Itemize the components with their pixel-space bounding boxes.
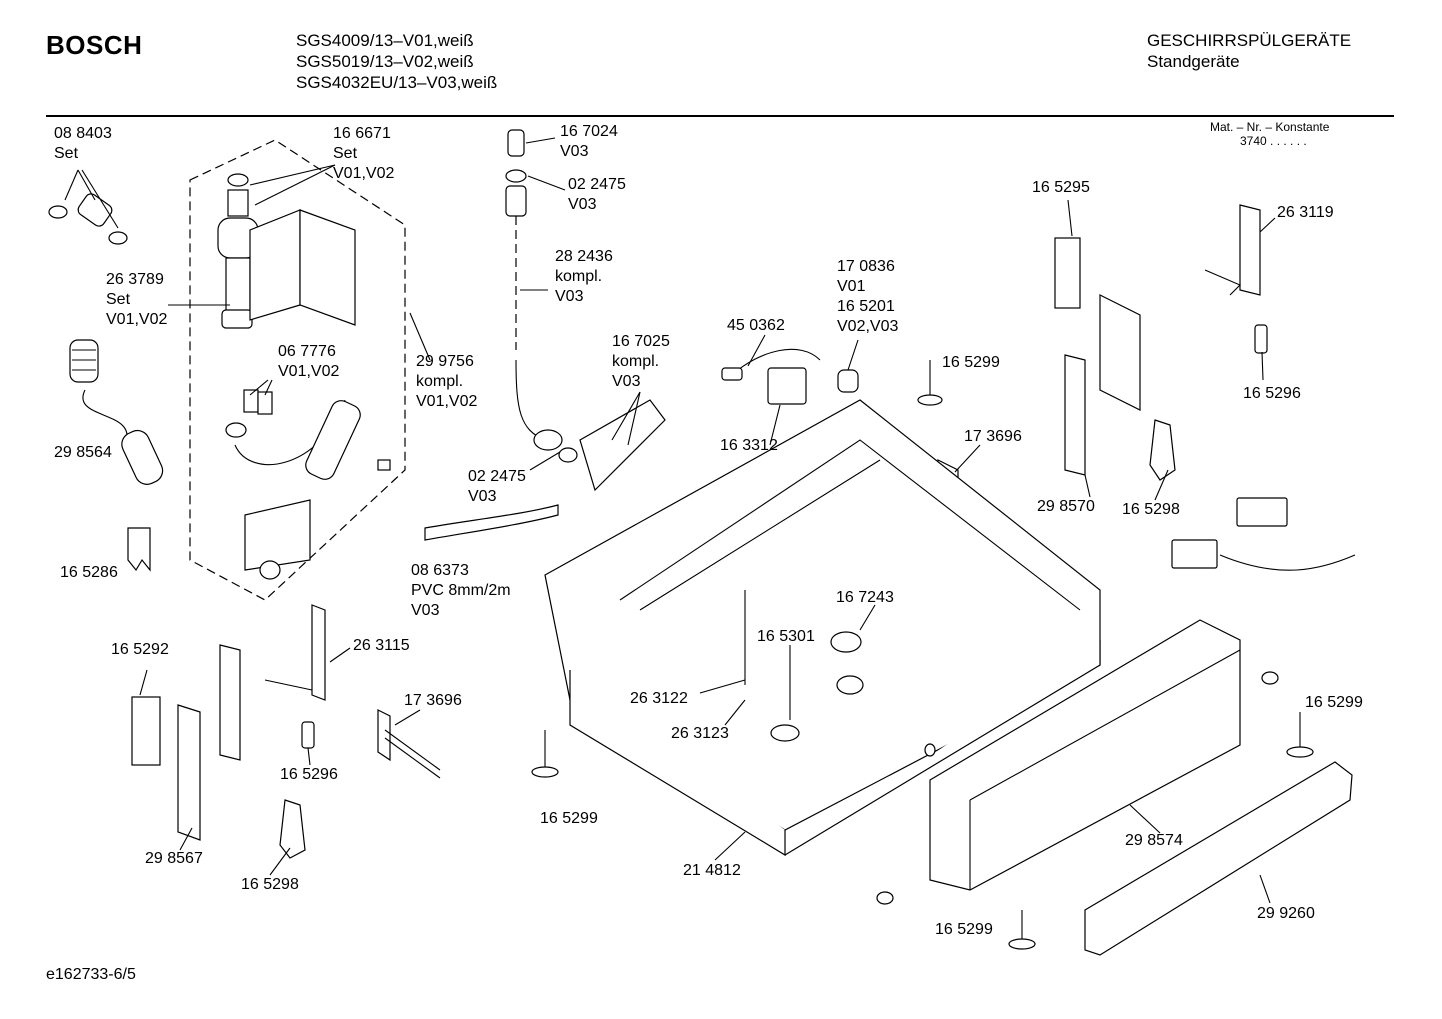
model-2: SGS5019/13–V02,weiß bbox=[296, 52, 474, 71]
label-298574: 29 8574 bbox=[1125, 832, 1183, 849]
category-title: GESCHIRRSPÜLGERÄTE bbox=[1147, 31, 1352, 50]
part-clip-5286 bbox=[127, 527, 151, 572]
part-kick-panel bbox=[929, 619, 1353, 956]
label-263115: 26 3115 bbox=[353, 637, 410, 654]
part-screw-e bbox=[876, 671, 1279, 905]
part-bracket-right bbox=[1054, 204, 1268, 481]
part-pump-assembly bbox=[217, 173, 391, 580]
label-165295: 16 5295 bbox=[1032, 179, 1090, 196]
label-165292: 16 5292 bbox=[111, 641, 169, 658]
part-wiring-sensor bbox=[721, 348, 859, 405]
label-263123: 26 3123 bbox=[671, 725, 729, 742]
part-base-frame bbox=[544, 399, 1101, 857]
label-165286: 16 5286 bbox=[60, 564, 118, 581]
label-298570: 29 8570 bbox=[1037, 498, 1095, 515]
label-165299-left: 16 5299 bbox=[540, 810, 598, 827]
assembly-group-outline bbox=[189, 139, 406, 601]
part-hose-clamp-set bbox=[48, 193, 128, 245]
label-165296-left: 16 5296 bbox=[280, 766, 338, 783]
label-173696-right: 17 3696 bbox=[964, 428, 1022, 445]
part-connectors bbox=[1171, 497, 1356, 571]
label-214812: 21 4812 bbox=[683, 862, 741, 879]
label-163312: 16 3312 bbox=[720, 437, 778, 454]
document-id: e162733-6/5 bbox=[46, 966, 136, 983]
label-173696-left: 17 3696 bbox=[404, 692, 462, 709]
label-165298-right: 16 5298 bbox=[1122, 501, 1180, 518]
label-165299-bottom: 16 5299 bbox=[935, 921, 993, 938]
label-165298-left: 16 5298 bbox=[241, 876, 299, 893]
label-165299-right: 16 5299 bbox=[1305, 694, 1363, 711]
part-hose-v03 bbox=[424, 129, 666, 541]
model-3: SGS4032EU/13–V03,weiß bbox=[296, 73, 498, 92]
part-screw-b bbox=[531, 730, 559, 778]
label-298567: 29 8567 bbox=[145, 850, 203, 867]
part-spring-left bbox=[377, 709, 441, 779]
model-1: SGS4009/13–V01,weiß bbox=[296, 31, 474, 50]
label-298564: 29 8564 bbox=[54, 444, 112, 461]
brand-logo: BOSCH bbox=[46, 30, 143, 60]
model-list: SGS4009/13–V01,weiß SGS5019/13–V02,weiß … bbox=[296, 30, 497, 93]
part-screw-c bbox=[1286, 712, 1314, 758]
category-subtitle: Standgeräte bbox=[1147, 52, 1240, 71]
material-constant-value: 3740 . . . . . . bbox=[1240, 134, 1307, 148]
label-165296-right: 16 5296 bbox=[1243, 385, 1301, 402]
category-block: GESCHIRRSPÜLGERÄTE Standgeräte bbox=[1147, 30, 1351, 72]
part-spring-hose bbox=[69, 339, 164, 485]
label-165299-top: 16 5299 bbox=[942, 354, 1000, 371]
part-screw-a bbox=[917, 360, 943, 406]
part-screw-d bbox=[1008, 910, 1036, 950]
leader-lines bbox=[64, 137, 1276, 904]
material-constant-label: Mat. – Nr. – Konstante bbox=[1210, 120, 1330, 134]
label-263122: 26 3122 bbox=[630, 690, 688, 707]
label-299260: 29 9260 bbox=[1257, 905, 1315, 922]
header-rule bbox=[46, 115, 1394, 117]
label-263119: 26 3119 bbox=[1277, 204, 1334, 221]
part-bracket-left bbox=[131, 604, 326, 859]
label-165301: 16 5301 bbox=[757, 628, 815, 645]
material-constant: Mat. – Nr. – Konstante 3740 . . . . . . bbox=[1210, 120, 1329, 148]
label-167243: 16 7243 bbox=[836, 589, 894, 606]
label-450362: 45 0362 bbox=[727, 317, 785, 334]
